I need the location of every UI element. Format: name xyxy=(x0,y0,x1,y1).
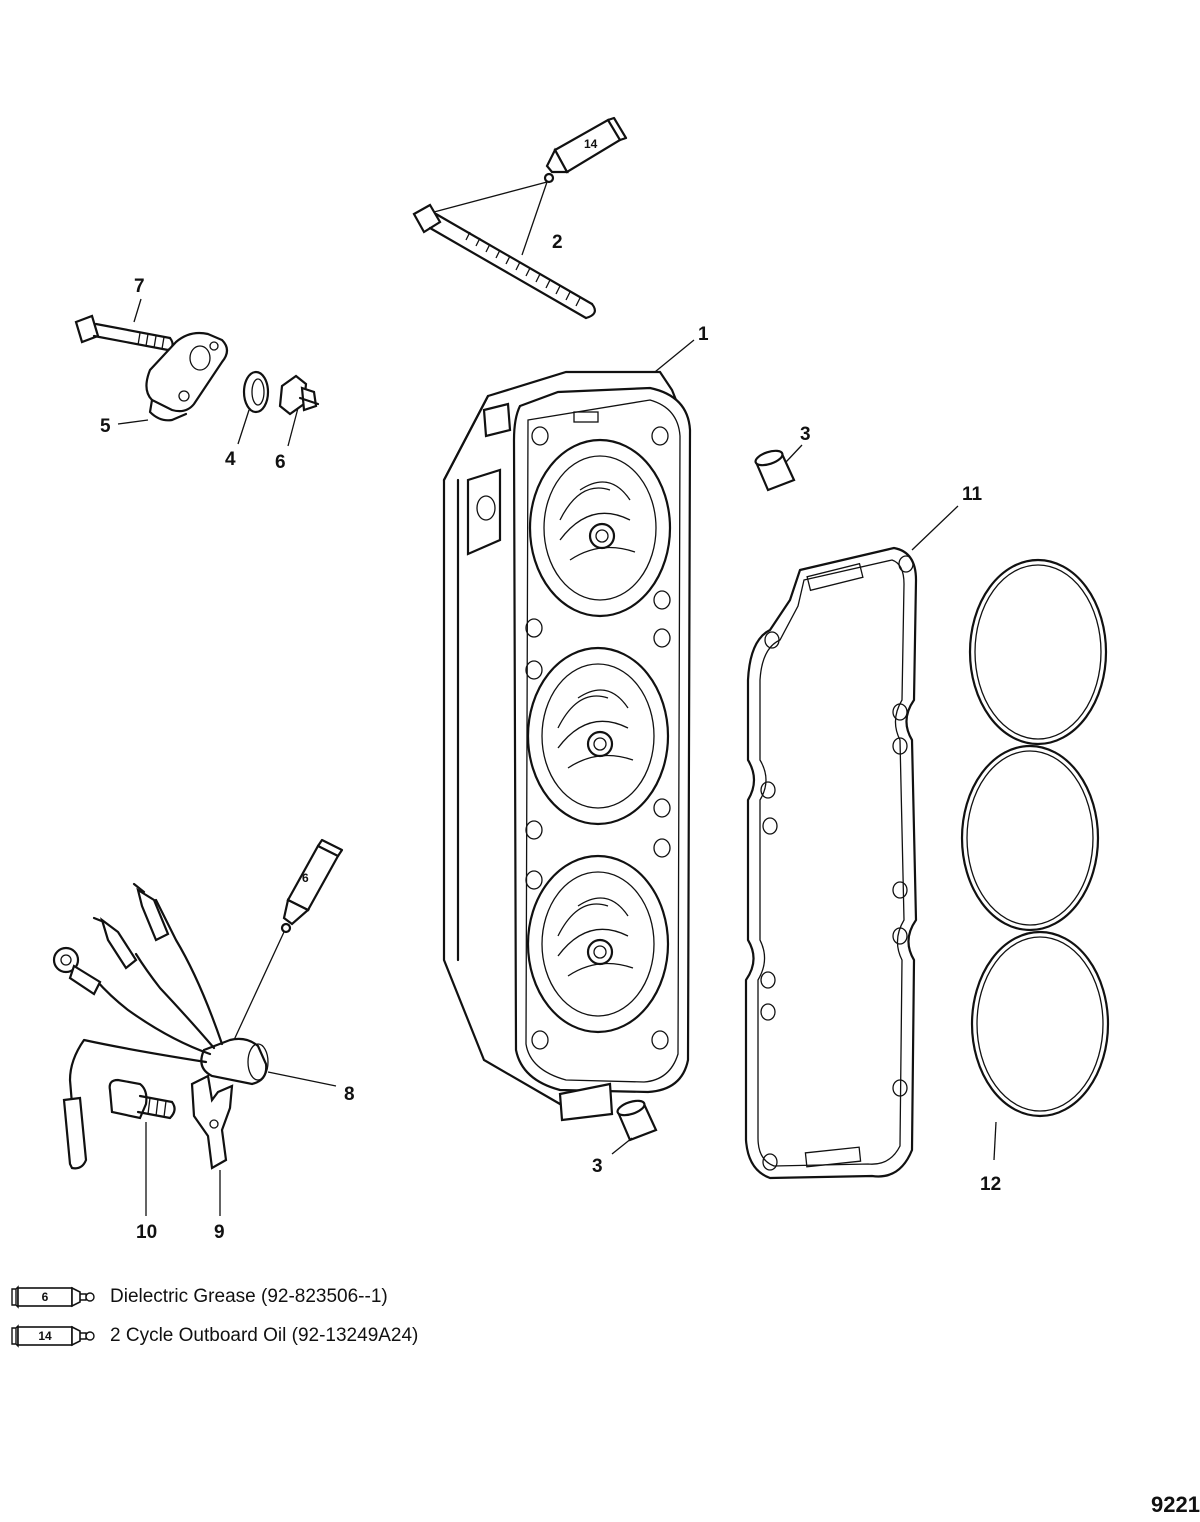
callout-11: 11 xyxy=(962,484,983,505)
callout-6: 6 xyxy=(275,452,286,473)
figure-number: 9221 xyxy=(1151,1492,1200,1517)
callout-3-lower: 3 xyxy=(592,1156,603,1177)
legend-text-14: 2 Cycle Outboard Oil (92-13249A24) xyxy=(110,1325,419,1346)
callout-8: 8 xyxy=(344,1084,355,1105)
long-bolt-2 xyxy=(412,203,596,320)
callout-9: 9 xyxy=(214,1222,225,1243)
dowel-pin-3-upper xyxy=(754,449,796,492)
callout-7: 7 xyxy=(134,276,145,297)
legend-code-14: 14 xyxy=(38,1329,52,1343)
cylinder-head-1 xyxy=(442,370,692,1122)
grease-tube-icon: 6 xyxy=(11,1285,95,1309)
combustion-chamber-2 xyxy=(526,646,670,826)
lubricant-tube-14: 14 xyxy=(543,116,628,184)
gasket-11 xyxy=(744,546,918,1180)
legend-text-6: Dielectric Grease (92-823506--1) xyxy=(110,1286,388,1307)
legend-code-6: 6 xyxy=(42,1290,49,1304)
callout-2: 2 xyxy=(552,232,563,253)
callout-3-upper: 3 xyxy=(800,424,811,445)
o-rings-12 xyxy=(960,558,1110,1118)
fitting-6 xyxy=(278,374,320,416)
legend-row-6: 6 Dielectric Grease (92-823506--1) xyxy=(10,1285,388,1309)
callout-1: 1 xyxy=(698,324,709,345)
combustion-chamber-3 xyxy=(526,854,670,1034)
legend-row-14: 14 2 Cycle Outboard Oil (92-13249A24) xyxy=(10,1324,418,1348)
lubricant-tube-6: 6 xyxy=(280,838,344,934)
callout-12: 12 xyxy=(980,1174,1001,1195)
callout-4: 4 xyxy=(225,449,236,470)
tube-label-6: 6 xyxy=(302,871,309,885)
oil-tube-icon: 14 xyxy=(11,1324,95,1348)
sensor-harness-8 xyxy=(52,882,269,1170)
tube-label-14: 14 xyxy=(584,137,598,151)
dowel-pin-3-lower xyxy=(616,1099,658,1142)
combustion-chamber-1 xyxy=(528,438,672,618)
callout-10: 10 xyxy=(136,1222,157,1243)
bolt-7 xyxy=(74,314,174,352)
washer-4 xyxy=(242,370,270,414)
screw-10 xyxy=(108,1078,176,1120)
flange-5 xyxy=(145,331,229,422)
callout-5: 5 xyxy=(100,416,111,437)
terminal-clip-9 xyxy=(190,1074,234,1170)
